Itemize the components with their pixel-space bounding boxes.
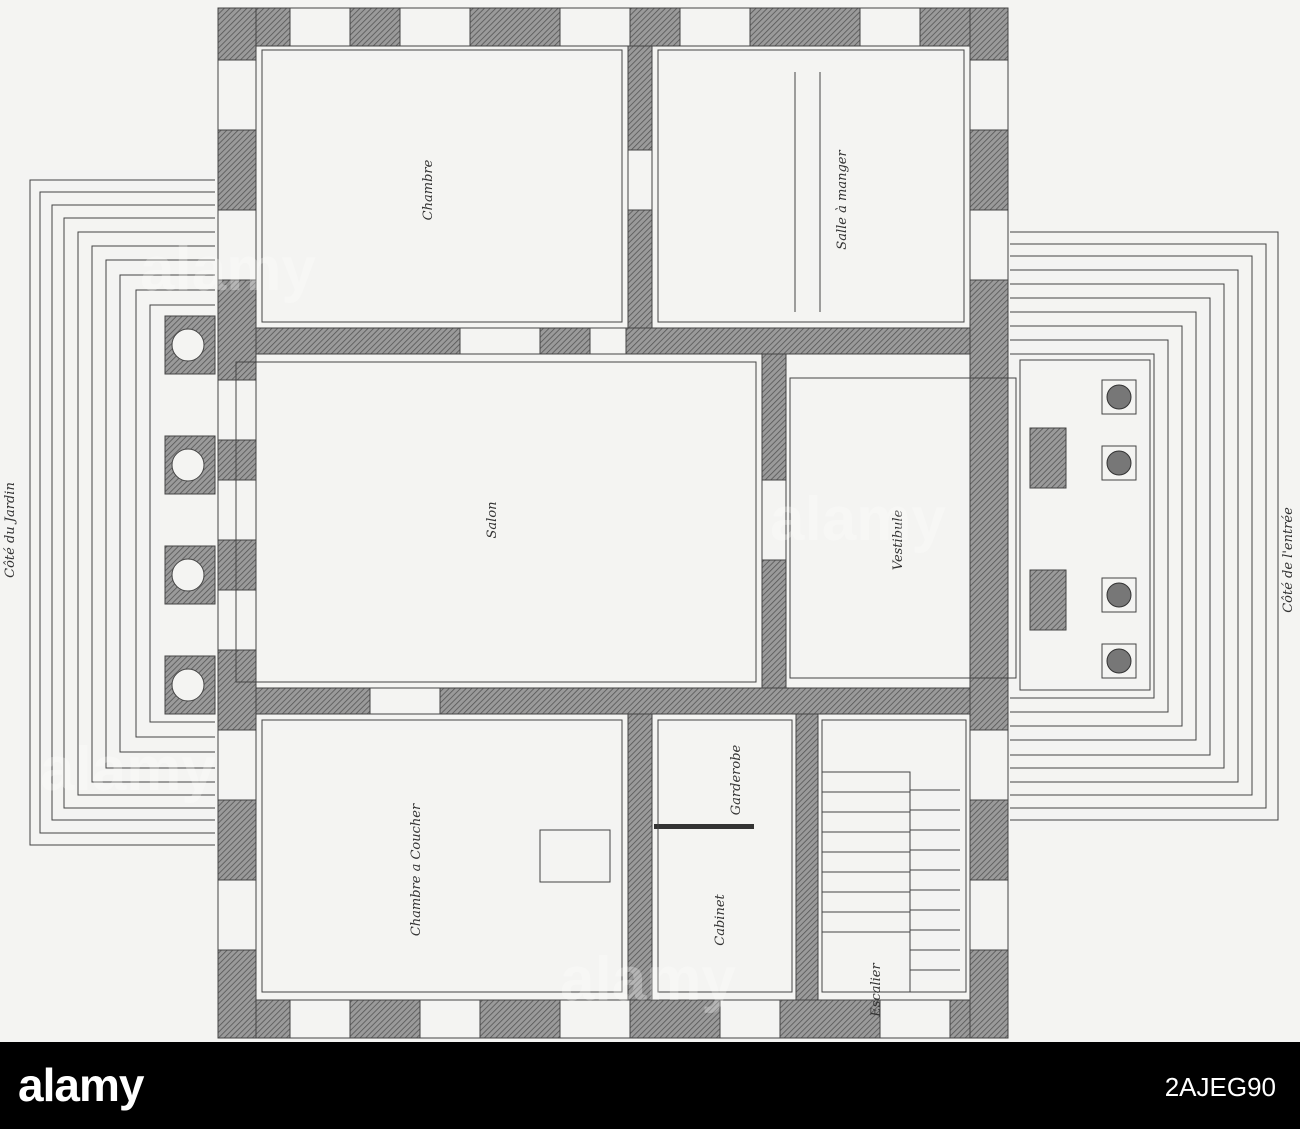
entrance-steps: [1010, 231, 1279, 821]
watermark-footer: alamy 2AJEG90: [0, 1042, 1300, 1129]
watermark-text-2: alamy: [770, 485, 946, 554]
room-label-vestibule: Vestibule: [891, 509, 906, 570]
room-label-chambre: Chambre: [421, 159, 436, 220]
room-label-chambre-a-coucher: Chambre a Coucher: [409, 803, 424, 936]
image-id: 2AJEG90: [1164, 1072, 1276, 1102]
room-label-salon: Salon: [485, 501, 500, 538]
side-label-entree: Côté de l'entrée: [1281, 507, 1296, 613]
room-label-garderobe: Garderobe: [729, 744, 744, 815]
room-label-salle-a-manger: Salle à manger: [835, 150, 850, 250]
watermark-text-1: alamy: [140, 235, 316, 304]
interior-walls: [255, 45, 971, 1001]
garden-columns: [164, 315, 216, 715]
alamy-logo: alamy: [18, 1059, 144, 1111]
watermark-text-3: alamy: [40, 735, 216, 804]
portico-columns: [1029, 379, 1137, 679]
watermark-text-4: alamy: [560, 945, 736, 1014]
room-label-cabinet: Cabinet: [713, 893, 728, 945]
outer-walls: [217, 7, 1009, 1039]
staircase: [821, 771, 960, 993]
room-label-escalier: Escalier: [869, 963, 884, 1018]
portico-floor: [1019, 359, 1151, 691]
garden-steps: [29, 179, 215, 846]
side-label-jardin: Côté du Jardin: [3, 482, 18, 578]
floor-plan: Chambre Salle à manger Salon Vestibule C…: [3, 7, 1296, 1039]
